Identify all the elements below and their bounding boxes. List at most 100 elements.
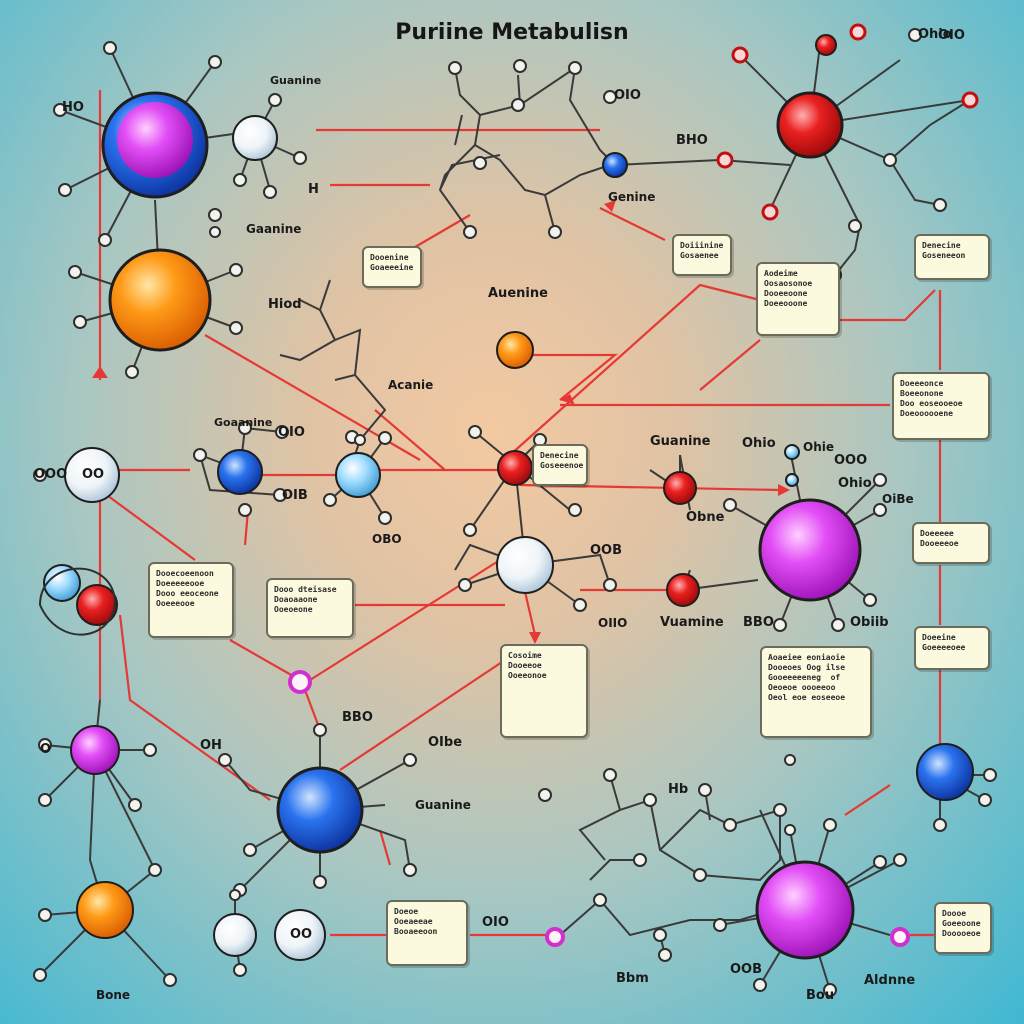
bond — [469, 431, 571, 561]
small-atom-node — [125, 365, 139, 379]
magenta-sphere — [755, 860, 855, 960]
label-ohio-3: Ohio — [838, 476, 872, 491]
annotation-box: Doeeeonce Boeeonone Doo eoseooeoe Doeooo… — [892, 372, 990, 440]
small-atom-node — [233, 963, 247, 977]
orange-sphere — [496, 331, 534, 369]
label-oio-2: OIO — [278, 425, 305, 440]
small-atom-node — [313, 875, 327, 889]
white-sphere — [335, 452, 381, 498]
small-atom-node — [229, 263, 243, 277]
small-atom-node — [831, 618, 845, 632]
bond — [279, 279, 362, 381]
bond — [559, 809, 791, 937]
small-atom-node — [313, 723, 327, 737]
edge — [699, 339, 761, 391]
small-atom-node — [643, 793, 657, 807]
small-atom-node — [633, 853, 647, 867]
label-obiib: Obiib — [850, 615, 889, 630]
small-atom-node — [784, 824, 796, 836]
small-atom-node — [978, 793, 992, 807]
small-atom-node — [229, 889, 241, 901]
small-atom-node — [263, 185, 277, 199]
small-atom-node — [863, 593, 877, 607]
label-oo-white: OO — [82, 467, 105, 482]
white-sphere — [64, 447, 120, 503]
bond — [438, 144, 501, 233]
label-ooo: OOO — [34, 467, 68, 482]
small-atom-node — [143, 743, 157, 757]
red-small-atom — [849, 23, 867, 41]
small-atom-node — [275, 425, 289, 439]
small-atom-node — [513, 59, 527, 73]
small-atom-node — [603, 90, 617, 104]
small-atom-node — [208, 55, 222, 69]
red-sphere — [815, 34, 837, 56]
label-bou: Bou — [806, 988, 835, 1003]
edge — [509, 283, 761, 456]
small-atom-node — [784, 754, 796, 766]
atom-nodes — [33, 28, 997, 997]
ring-outlines — [38, 567, 117, 636]
label-vuamine: Vuamine — [660, 615, 724, 630]
small-atom-node — [128, 798, 142, 812]
small-atom-node — [218, 753, 232, 767]
red-sphere — [776, 91, 844, 159]
label-oh: OH — [200, 738, 222, 753]
small-atom-node — [933, 198, 947, 212]
small-atom-node — [229, 321, 243, 335]
label-i: O — [40, 742, 52, 757]
small-atom-node — [293, 151, 307, 165]
red-small-atom — [716, 151, 734, 169]
label-guanine-center: Guanine — [650, 434, 711, 449]
bond — [39, 699, 171, 981]
small-atom-node — [233, 173, 247, 187]
bond — [834, 99, 971, 276]
small-atom-node — [403, 753, 417, 767]
small-atom-node — [103, 41, 117, 55]
blue-sphere — [916, 743, 974, 801]
edge — [374, 409, 446, 471]
small-atom-node — [33, 468, 47, 482]
label-bbm: Bbm — [616, 971, 649, 986]
edge — [840, 289, 936, 322]
small-atom-node — [268, 93, 282, 107]
small-atom-node — [593, 893, 607, 907]
small-atom-node — [148, 863, 162, 877]
small-atom-node — [463, 225, 477, 239]
annotation-box: Cosoime Dooeeoe Ooeeonoe — [500, 644, 588, 738]
label-ho: HO — [62, 100, 84, 115]
small-atom-node — [723, 498, 737, 512]
small-atom-node — [68, 265, 82, 279]
label-hiod: Hiod — [268, 297, 302, 312]
small-atom-node — [823, 983, 837, 997]
label-gaanine: Gaanine — [246, 222, 302, 236]
cyan-sphere — [43, 564, 81, 602]
bond — [614, 159, 791, 166]
bond — [454, 74, 611, 196]
small-atom-node — [773, 803, 787, 817]
small-atom-node — [823, 818, 837, 832]
label-bbo-2: BBO — [342, 710, 373, 725]
small-atom-node — [403, 863, 417, 877]
small-atom-node — [773, 618, 787, 632]
small-atom-node — [238, 503, 252, 517]
edge — [530, 353, 619, 401]
small-atom-node — [98, 233, 112, 247]
pink-ring-atom — [890, 927, 910, 947]
small-atom-node — [511, 98, 525, 112]
small-atom-node — [908, 28, 922, 42]
magenta-sphere — [70, 725, 120, 775]
small-atom-node — [193, 448, 207, 462]
annotation-box: Dooenine Goaeeeine — [362, 246, 422, 288]
small-atom-node — [73, 315, 87, 329]
small-atom-node — [378, 431, 392, 445]
arrowheads — [92, 200, 790, 644]
label-oib: OIB — [282, 488, 308, 503]
label-obo: OBO — [372, 532, 402, 546]
label-oio: OIO — [614, 88, 641, 103]
label-ooo-2: OOO — [834, 453, 868, 468]
label-ohio-2: Ohio — [742, 436, 776, 451]
annotation-box: Doooe Goeeoone Dooooeoe — [934, 902, 992, 954]
label-obne: Obne — [686, 510, 725, 525]
annotation-box: Dooecoeenoon Doeeeeeooe Dooo eeoceone Oo… — [148, 562, 234, 638]
